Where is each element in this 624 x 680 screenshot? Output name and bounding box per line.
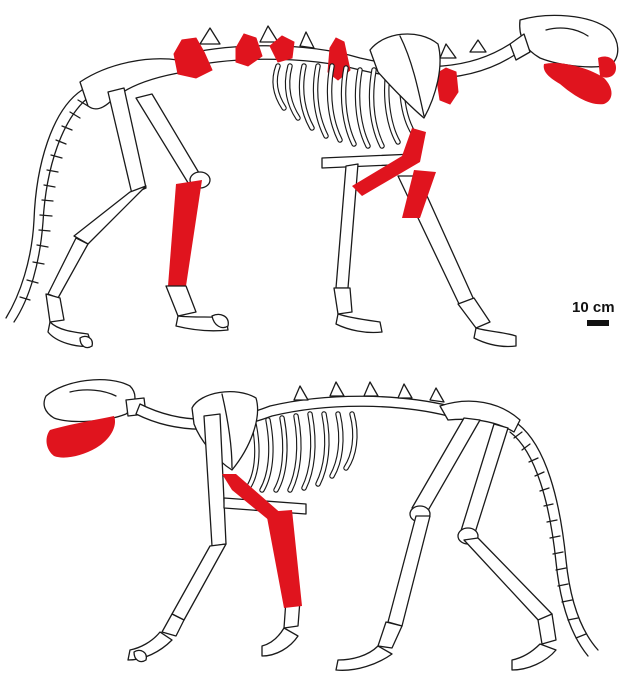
bottom-scapula [192,392,258,470]
top-hindlimb-near [46,88,146,348]
bottom-skull [44,380,146,422]
bottom-rib-cage [248,414,355,490]
scale-bar-label: 10 cm [572,299,615,316]
bottom-forelimb-preserved [222,474,302,608]
bottom-forelimb-far [128,414,226,662]
top-hindlimb-far [136,94,210,188]
top-tibia-preserved [168,180,202,286]
bottom-vertebral-column [136,382,450,429]
bottom-hindlimb-far [458,424,556,670]
top-hindfoot-far [166,286,228,331]
bottom-mandible [47,416,116,458]
skeleton-bottom [44,380,598,671]
skeleton-top [6,15,618,347]
top-tail [6,90,90,322]
top-pelvis [80,59,184,109]
scale-bar: 10 cm [572,299,615,326]
bottom-tail [510,424,598,656]
bottom-hindlimb-near [336,418,480,670]
scale-bar-line [587,320,609,326]
